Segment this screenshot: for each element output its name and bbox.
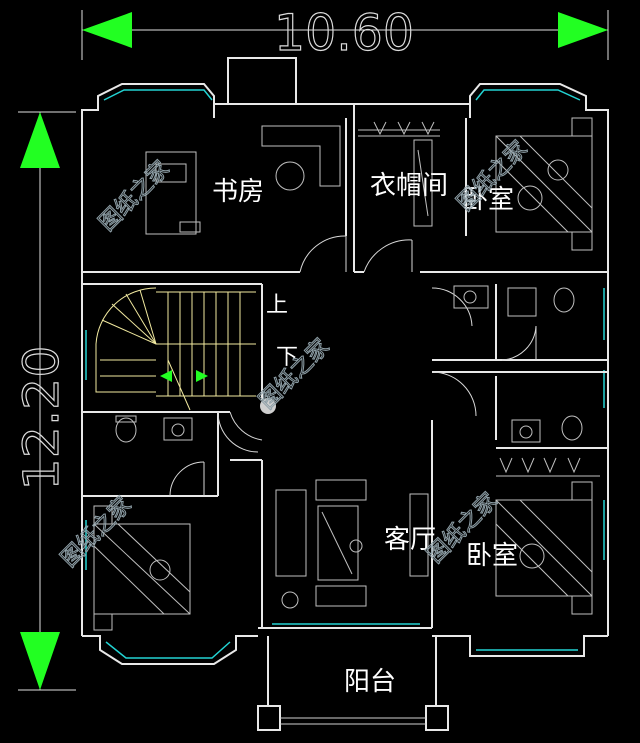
study-label: 书房: [212, 177, 264, 207]
stair-post: [260, 398, 276, 414]
stair-down-label: 下: [276, 345, 298, 370]
width-dimension: 10.60: [81, 3, 609, 63]
se-bedroom-label: 卧室: [466, 541, 518, 571]
width-arrow-right: [558, 12, 608, 48]
staircase: [95, 287, 276, 414]
width-arrow-left: [82, 12, 132, 48]
height-dimension: 12.20: [13, 111, 76, 691]
closet-rack: [358, 121, 440, 227]
side-windows: [85, 288, 605, 570]
watermark-4: 图纸之家: [57, 492, 137, 572]
doors: [169, 235, 537, 497]
stair-arrow-left: [160, 370, 172, 382]
height-arrow-bottom: [20, 632, 60, 690]
living-room-label: 客厅: [384, 525, 436, 555]
ne-bedroom-label: 卧室: [462, 185, 514, 215]
right-bath-fixtures: [453, 285, 583, 443]
left-bath-fixtures: [115, 415, 193, 443]
height-arrow-top: [20, 112, 60, 168]
closet-label: 衣帽间: [370, 171, 448, 201]
sw-bedroom-furniture: [93, 505, 191, 631]
balcony-label: 阳台: [344, 667, 396, 697]
study-furniture: [145, 125, 341, 235]
height-dimension-label: 12.20: [14, 346, 70, 491]
outer-walls: [81, 57, 609, 731]
stair-arrow-right: [196, 370, 208, 382]
watermark-1: 图纸之家: [95, 156, 175, 236]
width-dimension-label: 10.60: [274, 4, 414, 62]
interior-walls: [82, 104, 608, 628]
se-bedroom-furniture: [495, 457, 600, 615]
living-room-furniture: [275, 479, 429, 609]
ne-bedroom-bed: [495, 117, 593, 251]
stair-up-label: 上: [266, 293, 288, 318]
